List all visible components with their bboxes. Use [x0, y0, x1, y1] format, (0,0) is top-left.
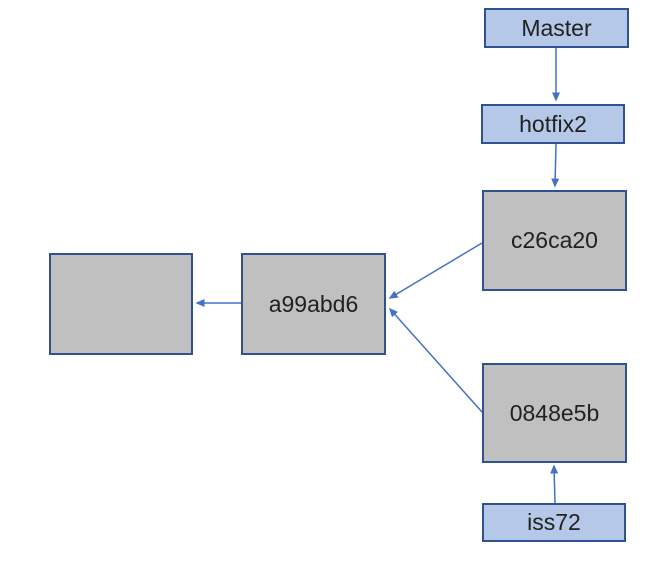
node-label: c26ca20	[511, 227, 598, 253]
edge-hotfix2-to-c26ca20	[551, 143, 560, 188]
node-0848e5b: 0848e5b	[482, 363, 627, 463]
node-a99abd6: a99abd6	[241, 253, 386, 355]
edge-iss72-to-0848e5b	[550, 464, 559, 504]
node-label: iss72	[527, 509, 581, 535]
node-hotfix2: hotfix2	[481, 104, 625, 144]
node-label: 0848e5b	[509, 399, 600, 426]
edge-0848e5b-to-a99abd6	[389, 307, 483, 413]
node-label: a99abd6	[268, 290, 359, 317]
node-label: Master	[521, 14, 592, 41]
node-iss72: iss72	[482, 503, 626, 542]
node-initial-commit	[49, 253, 193, 355]
node-c26ca20: c26ca20	[482, 190, 627, 291]
node-master: Master	[484, 8, 629, 48]
node-label: hotfix2	[519, 110, 587, 137]
edge-c26ca20-to-a99abd6	[388, 242, 483, 299]
